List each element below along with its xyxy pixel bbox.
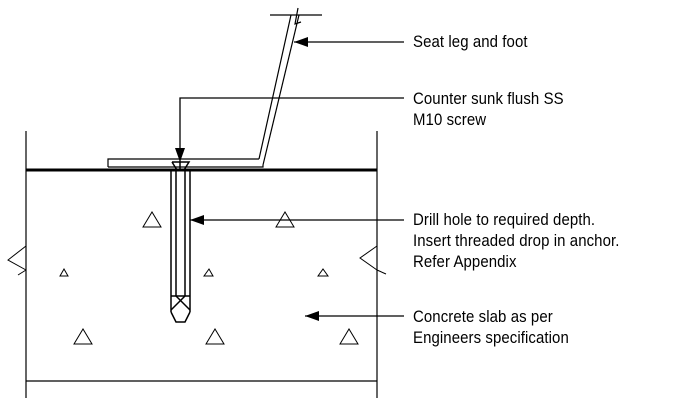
drill-label-line-2: Insert threaded drop in anchor. <box>413 231 620 250</box>
leader-lines <box>175 37 404 321</box>
aggregate-symbols <box>59 211 359 345</box>
seat-leg-label: Seat leg and foot <box>413 31 528 52</box>
concrete-slab <box>25 131 378 398</box>
screw-label-line-2: M10 screw <box>413 110 487 129</box>
slab-label-line-1: Concrete slab as per <box>413 307 553 326</box>
slab-label-line-2: Engineers specification <box>413 328 569 347</box>
slab-label: Concrete slab as per Engineers specifica… <box>413 306 569 348</box>
seat-leg-and-foot <box>107 7 322 168</box>
drill-label: Drill hole to required depth. Insert thr… <box>413 209 619 272</box>
seat-leg-label-line-1: Seat leg and foot <box>413 32 528 51</box>
screw-label: Counter sunk flush SS M10 screw <box>413 88 564 130</box>
break-symbols <box>7 245 387 276</box>
drill-label-line-3: Refer Appendix <box>413 252 517 271</box>
anchor-assembly <box>170 161 191 323</box>
screw-label-line-1: Counter sunk flush SS <box>413 89 564 108</box>
drill-label-line-1: Drill hole to required depth. <box>413 210 596 229</box>
